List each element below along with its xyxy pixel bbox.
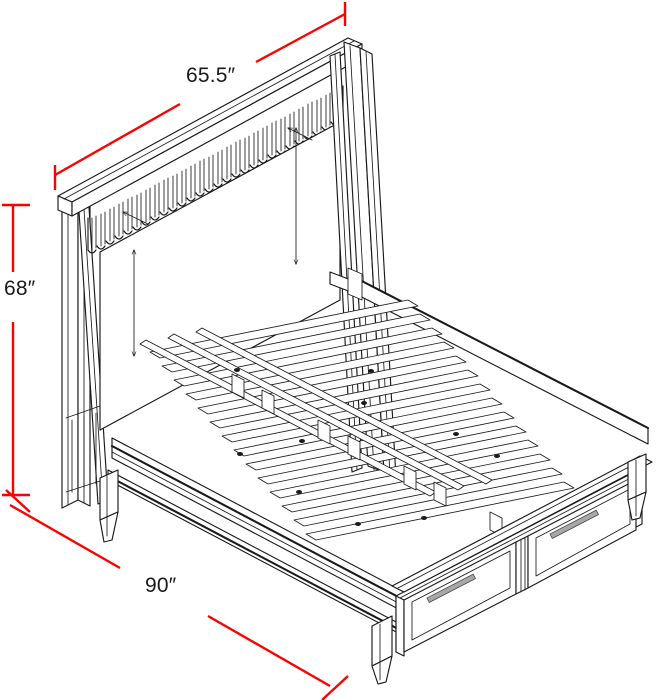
dimension-length-90: [5, 489, 349, 700]
drawer-divider: [515, 535, 529, 595]
leg-front-left: [99, 469, 119, 543]
dimension-label-width: 65.5″: [186, 64, 236, 87]
drawer-top-rail: [391, 455, 653, 593]
slat-fasteners: [234, 368, 500, 526]
side-rail-near: [110, 437, 406, 613]
bed-legs: [99, 267, 647, 685]
bed-frame-deck: [106, 274, 650, 635]
dimension-label-height: 68″: [4, 277, 36, 300]
drawer-pull-left: [426, 573, 477, 603]
drawer-pull-right: [549, 509, 600, 539]
dimension-height-68: [2, 203, 30, 497]
drawer-front-right: [527, 479, 637, 589]
dimension-width-65-5: [53, 2, 347, 190]
leg-rear-right: [627, 453, 647, 521]
dimension-lines: [2, 2, 349, 700]
center-support-beams: [139, 327, 493, 497]
storage-drawer-unit: [391, 455, 653, 657]
drawer-front-left: [403, 541, 517, 653]
leg-front-right: [371, 615, 393, 685]
panel-leader-arrows: [123, 128, 313, 356]
headboard-lower-spindles-left: [65, 405, 101, 493]
leg-rear-left: [347, 267, 363, 301]
dimension-label-length: 90″: [145, 574, 177, 597]
